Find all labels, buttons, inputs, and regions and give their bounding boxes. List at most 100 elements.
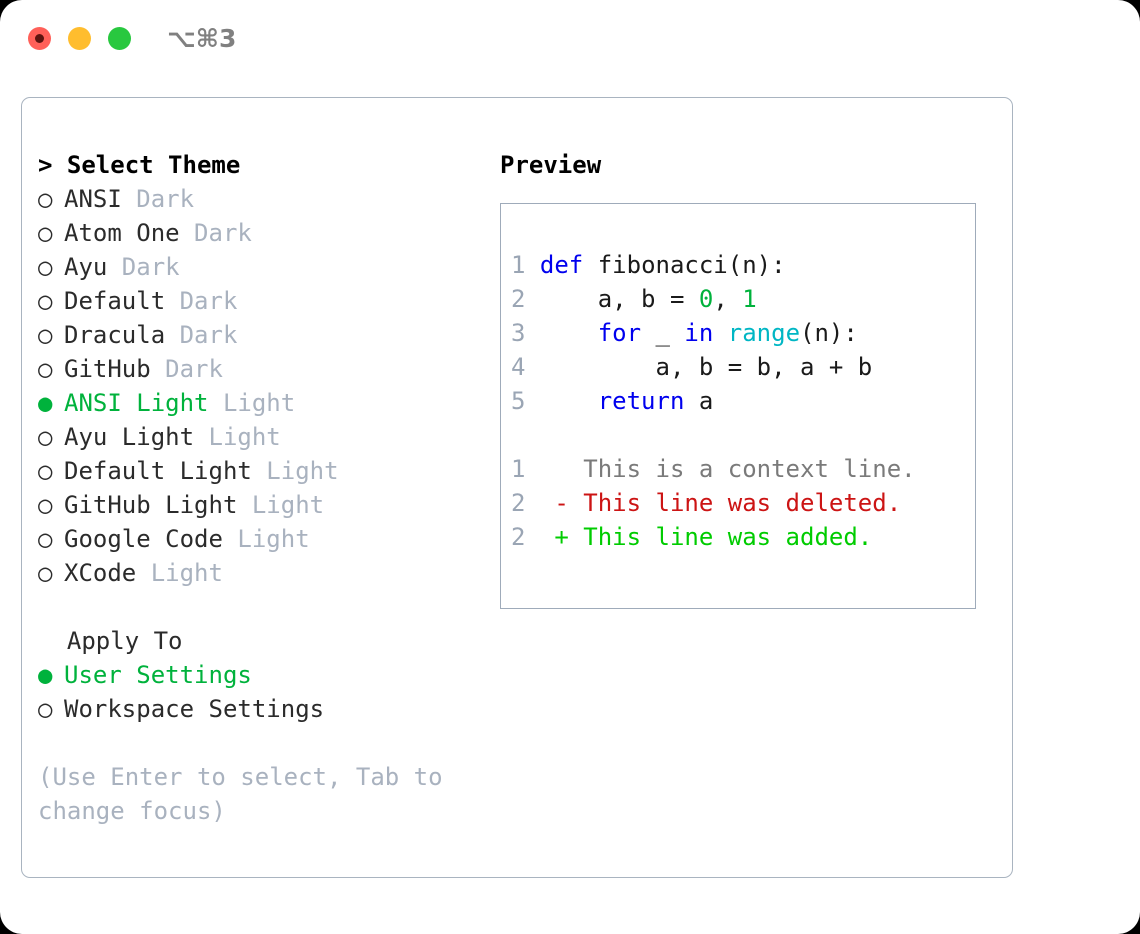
theme-option-name: Ayu: [64, 253, 108, 281]
theme-option-kind: Light: [136, 559, 223, 587]
radio-unselected-icon: ○: [38, 355, 53, 383]
apply-to-option[interactable]: ○Workspace Settings: [38, 692, 488, 726]
apply-to-heading: Apply To: [38, 627, 183, 655]
code-token: ,: [713, 285, 743, 313]
diff-line-number: 2: [511, 523, 540, 551]
diff-marker: [540, 455, 583, 483]
diff-line: 2 - This line was deleted.: [511, 486, 916, 520]
theme-option-kind: Dark: [121, 185, 195, 213]
theme-option-kind: Light: [222, 525, 310, 553]
diff-marker: -: [539, 489, 584, 517]
radio-unselected-icon: ○: [38, 423, 53, 451]
preview-heading: Preview: [500, 151, 602, 179]
radio-unselected-icon: ○: [38, 253, 53, 281]
code-token: a: [684, 387, 714, 415]
content-frame: > Select Theme ○ANSI Dark○Atom One Dark○…: [21, 97, 1013, 878]
code-line-number: 5: [511, 387, 540, 415]
close-icon: [35, 34, 44, 43]
theme-option[interactable]: ○Default Dark: [38, 284, 488, 318]
code-token: in: [684, 319, 714, 347]
theme-option-name: ANSI Light: [64, 389, 209, 417]
radio-unselected-icon: ○: [38, 695, 53, 723]
code-line: 5 return a: [511, 384, 916, 418]
diff-line: 2 + This line was added.: [511, 520, 916, 554]
theme-option[interactable]: ○Default Light Light: [38, 454, 488, 488]
code-token: [540, 387, 598, 415]
code-line-number: 2: [511, 285, 540, 313]
code-token: [713, 319, 727, 347]
keyboard-shortcut-label: ⌥⌘3: [167, 24, 237, 53]
code-token: return: [597, 387, 685, 415]
code-token: fibonacci(n):: [583, 251, 786, 279]
radio-unselected-icon: ○: [38, 525, 53, 553]
select-theme-heading: > Select Theme: [38, 151, 241, 179]
theme-option-kind: Dark: [179, 219, 252, 247]
code-line-number: 4: [511, 353, 540, 381]
theme-option[interactable]: ● ANSI Light Light: [38, 386, 488, 420]
theme-option-kind: Dark: [165, 321, 238, 349]
theme-option-name: Default: [64, 287, 166, 315]
theme-option[interactable]: ○ Atom One Dark: [38, 216, 488, 250]
theme-option[interactable]: ○ Ayu Dark: [38, 250, 488, 284]
maximize-window-button[interactable]: [108, 27, 131, 50]
apply-to-list[interactable]: ●User Settings○Workspace Settings: [38, 658, 488, 726]
code-token: a, b = b, a + b: [539, 353, 873, 381]
theme-option[interactable]: ○ Ayu Light Light: [38, 420, 488, 454]
diff-line-text: This line was deleted.: [583, 489, 902, 517]
theme-list[interactable]: ○ANSI Dark○Atom One Dark○Ayu Dark○Defaul…: [38, 182, 488, 590]
radio-unselected-icon: ○: [38, 491, 53, 519]
code-token: def: [539, 251, 584, 279]
close-window-button[interactable]: [28, 27, 51, 50]
code-line: 1 def fibonacci(n):: [511, 248, 916, 282]
apply-to-option-label: User Settings: [64, 661, 252, 689]
theme-option-name: XCode: [64, 559, 137, 587]
preview-panel: Preview 1 def fibonacci(n):2 a, b = 0, 1…: [500, 148, 990, 609]
code-line-number: 1: [511, 251, 540, 279]
radio-unselected-icon: ○: [38, 287, 53, 315]
theme-option-kind: Dark: [150, 355, 223, 383]
code-token: [540, 319, 598, 347]
theme-picker-panel: > Select Theme ○ANSI Dark○Atom One Dark○…: [38, 148, 488, 828]
radio-unselected-icon: ○: [38, 559, 53, 587]
code-token: 0: [698, 285, 714, 313]
code-token: for: [597, 319, 642, 347]
code-line: 3 for _ in range(n):: [511, 316, 916, 350]
theme-option[interactable]: ○ XCode Light: [38, 556, 488, 590]
theme-option-name: GitHub Light: [64, 491, 238, 519]
radio-selected-icon: ●: [38, 389, 53, 417]
code-blank-line: [511, 418, 916, 452]
radio-unselected-icon: ○: [38, 321, 53, 349]
theme-option-name: Google Code: [64, 525, 223, 553]
theme-option[interactable]: ○GitHub Dark: [38, 352, 488, 386]
minimize-window-button[interactable]: [68, 27, 91, 50]
theme-option-kind: Light: [194, 423, 281, 451]
code-line: 2 a, b = 0, 1: [511, 282, 916, 316]
window-titlebar: ⌥⌘3: [0, 0, 1140, 78]
theme-option-name: Default Light: [64, 457, 252, 485]
code-token: range: [727, 319, 801, 347]
diff-marker: +: [539, 523, 584, 551]
theme-option-name: Atom One: [64, 219, 180, 247]
theme-option-kind: Light: [237, 491, 325, 519]
theme-option-kind: Light: [251, 457, 339, 485]
theme-option-kind: Light: [208, 389, 296, 417]
keyboard-hint-text: (Use Enter to select, Tab to change focu…: [38, 763, 443, 825]
diff-line-text: This is a context line.: [583, 455, 916, 483]
theme-option[interactable]: ○ GitHub Light Light: [38, 488, 488, 522]
theme-option-name: ANSI: [64, 185, 122, 213]
apply-to-option[interactable]: ●User Settings: [38, 658, 488, 692]
code-token: (n):: [800, 319, 858, 347]
diff-line-text: This line was added.: [583, 523, 873, 551]
radio-unselected-icon: ○: [38, 185, 53, 213]
theme-option-kind: Dark: [107, 253, 180, 281]
radio-unselected-icon: ○: [38, 219, 53, 247]
code-token: _: [641, 319, 685, 347]
theme-option[interactable]: ○ ANSI Dark: [38, 182, 488, 216]
theme-option-name: Ayu Light: [64, 423, 195, 451]
code-line: 4 a, b = b, a + b: [511, 350, 916, 384]
diff-line: 1 This is a context line.: [511, 452, 916, 486]
theme-option[interactable]: ○ Google Code Light: [38, 522, 488, 556]
theme-option[interactable]: ○Dracula Dark: [38, 318, 488, 352]
